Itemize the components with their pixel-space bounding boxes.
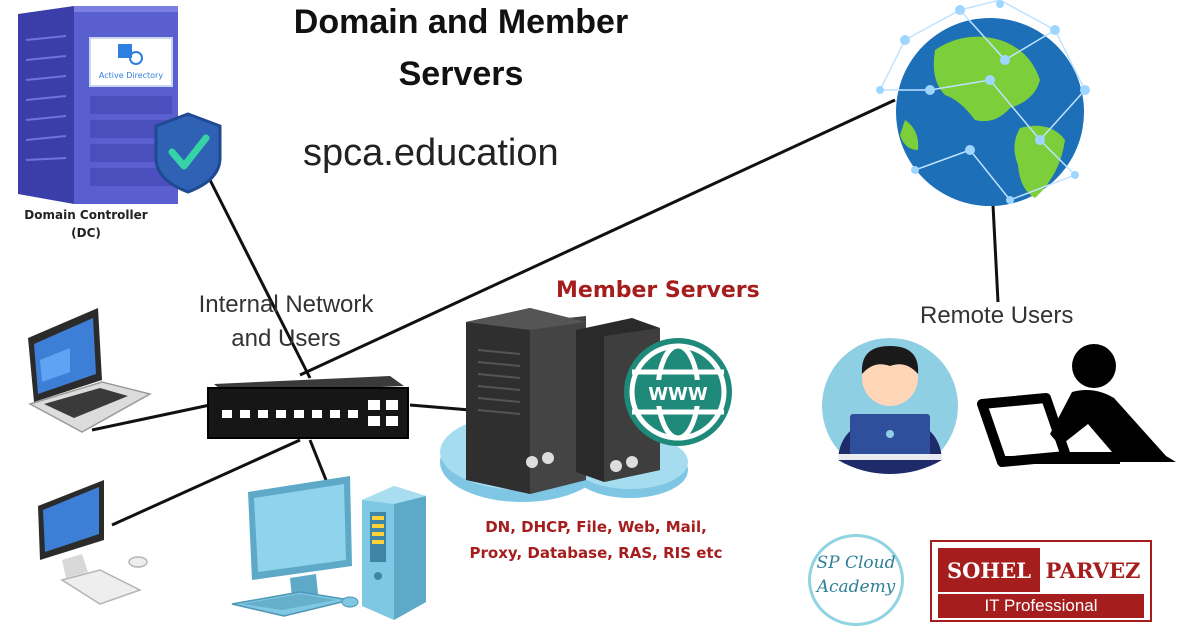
globe-internet-icon — [876, 0, 1090, 206]
sp-logo-line-2: Academy — [816, 577, 896, 597]
services-line-2: Proxy, Database, RAS, RIS etc — [469, 544, 723, 562]
title-line-2: Servers — [398, 55, 524, 93]
link-switch-members — [409, 403, 471, 412]
link-laptop-switch — [91, 403, 211, 432]
link-internet-remote — [991, 204, 1000, 303]
sp-cloud-academy-logo: SP Cloud Academy — [808, 534, 904, 626]
dc-label: Domain Controller (DC) — [6, 206, 166, 242]
brand-subtitle: IT Professional — [938, 594, 1144, 618]
page-title: Domain and Member Servers — [236, 0, 686, 100]
dc-screen-label: Active Directory — [99, 71, 163, 80]
sp-logo-line-1: SP Cloud — [816, 553, 896, 573]
site-domain: spca.education — [303, 132, 559, 174]
title-line-1: Domain and Member — [293, 3, 629, 41]
remote-user-laptop-icon — [977, 344, 1176, 467]
brand-name-right: PARVEZ — [1040, 548, 1144, 592]
dc-label-line-2: (DC) — [71, 226, 101, 240]
network-switch-icon — [207, 376, 409, 439]
link-dc-switch — [208, 179, 312, 379]
laptop-icon — [28, 308, 153, 433]
dc-label-line-1: Domain Controller — [24, 208, 148, 222]
www-globe-icon: WWW — [624, 338, 732, 446]
link-desktop-switch — [111, 438, 301, 527]
link-switch-internet — [299, 98, 896, 377]
shield-check-icon — [154, 112, 222, 194]
www-label: WWW — [648, 384, 708, 405]
member-servers-label: Member Servers — [556, 278, 760, 303]
remote-user-avatar-icon — [822, 338, 958, 474]
sohel-parvez-logo: SOHEL PARVEZ IT Professional — [930, 540, 1152, 622]
domain-controller-icon: Active Directory — [18, 6, 178, 204]
services-line-1: DN, DHCP, File, Web, Mail, — [485, 518, 707, 536]
workstation-pc-icon — [231, 476, 426, 620]
desktop-computer-icon — [38, 480, 148, 605]
brand-name-left: SOHEL — [938, 548, 1040, 592]
remote-users-label: Remote Users — [920, 302, 1074, 329]
internal-network-line-1: Internal Network — [198, 291, 374, 318]
connection-lines — [91, 98, 1000, 527]
member-services-list: DN, DHCP, File, Web, Mail, Proxy, Databa… — [446, 514, 746, 566]
internal-network-label: Internal Network and Users — [166, 288, 406, 356]
internal-network-line-2: and Users — [231, 325, 341, 352]
